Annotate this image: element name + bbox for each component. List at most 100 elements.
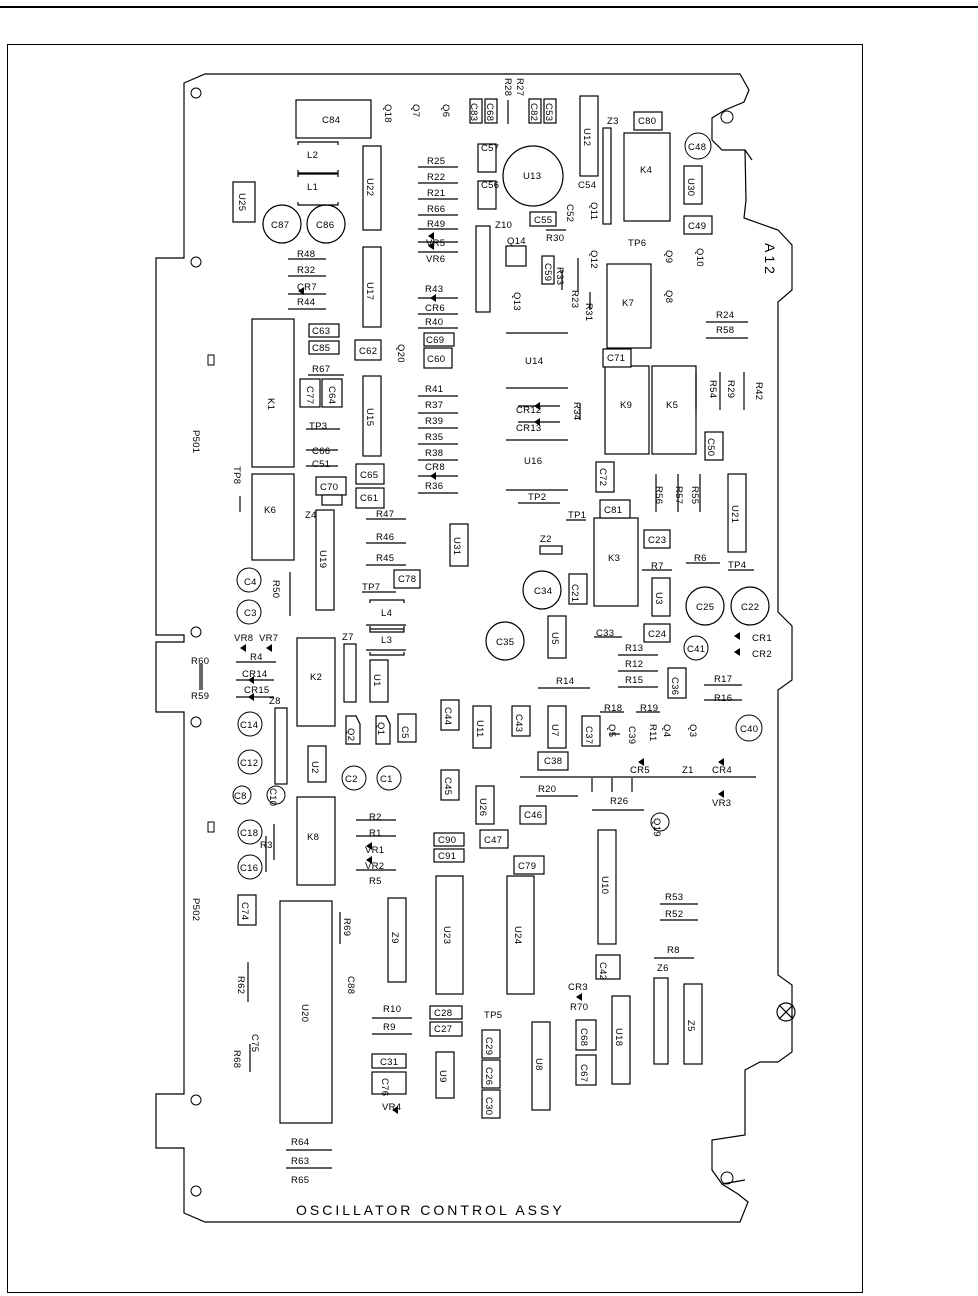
label-r12: R12 [625, 659, 643, 670]
label-r17: R17 [714, 674, 732, 685]
label-r13: R13 [625, 643, 643, 654]
capacitor-c84 [295, 99, 372, 139]
label-c60: C60 [427, 354, 445, 365]
ic-u17 [362, 246, 382, 328]
label-r63: R63 [291, 1156, 309, 1167]
label-r24: R24 [716, 310, 734, 321]
label-r40: R40 [425, 317, 443, 328]
label-q7: Q7 [410, 104, 421, 117]
capacitor-c85 [308, 340, 340, 355]
label-c46: C46 [524, 810, 542, 821]
label-q2: Q2 [345, 728, 356, 741]
label-tp2: TP2 [528, 492, 546, 503]
label-r36: R36 [425, 481, 443, 492]
label-q10: Q10 [694, 248, 705, 267]
label-z1: Z1 [682, 765, 694, 776]
label-r18: R18 [604, 703, 622, 714]
label-c5: C5 [399, 726, 410, 739]
label-c53: C53 [543, 103, 554, 121]
label-c44: C44 [442, 707, 453, 725]
label-c29: C29 [483, 1037, 494, 1055]
label-vr2: VR2 [365, 861, 384, 872]
label-tp3: TP3 [309, 421, 327, 432]
label-q12: Q12 [588, 250, 599, 269]
capacitor-c50 [704, 431, 724, 461]
capacitor-c91 [433, 848, 465, 863]
ic-z10 [475, 225, 491, 313]
relay-k6 [251, 473, 295, 561]
capacitor-c62 [354, 339, 382, 361]
ic-z8 [274, 707, 288, 785]
capacitor-c68 [484, 98, 498, 124]
label-c83: C83 [468, 103, 479, 121]
label-z3: Z3 [607, 116, 619, 127]
capacitor-c26 [481, 1059, 501, 1089]
label-r42: R42 [753, 382, 764, 400]
mount-hole [720, 110, 734, 124]
label-r16: R16 [714, 693, 732, 704]
label-u9: U9 [437, 1070, 448, 1083]
label-r46: R46 [376, 532, 394, 543]
label-r66: R66 [427, 204, 445, 215]
label-r22: R22 [427, 172, 445, 183]
label-c14: C14 [240, 720, 258, 731]
ic-u15 [362, 375, 382, 457]
label-r6: R6 [694, 553, 707, 564]
capacitor-c27 [429, 1021, 463, 1037]
label-u24: U24 [512, 926, 523, 944]
label-z10: Z10 [495, 220, 512, 231]
ic-u8 [531, 1021, 551, 1111]
label-c42: C42 [597, 962, 608, 980]
label-q13: Q13 [511, 292, 522, 311]
capacitor-c4 [236, 567, 262, 593]
label-r43: R43 [425, 284, 443, 295]
label-c8: C8 [234, 791, 247, 802]
relay-k1 [251, 318, 295, 468]
label-c30: C30 [483, 1097, 494, 1115]
capacitor-c16 [237, 854, 263, 880]
label-u22: U22 [364, 178, 375, 196]
page-top-rule [0, 6, 978, 8]
label-r64: R64 [291, 1137, 309, 1148]
label-vr4: VR4 [382, 1102, 401, 1113]
label-k8: K8 [307, 832, 319, 843]
capacitor-c34 [522, 570, 562, 610]
relay-k7 [606, 263, 652, 349]
label-r25: R25 [427, 156, 445, 167]
label-r33: R33 [554, 267, 565, 285]
label-q20: Q20 [395, 344, 406, 363]
label-cr4: CR4 [712, 765, 732, 776]
label-c57: C57 [481, 143, 499, 154]
ic-u9 [435, 1051, 455, 1099]
label-u23: U23 [441, 926, 452, 944]
label-cr12: CR12 [516, 405, 542, 416]
capacitor-c42 [595, 954, 621, 980]
ic-u21 [727, 473, 747, 553]
capacitor-c12 [237, 749, 263, 775]
label-c51: C51 [312, 459, 330, 470]
label-r39: R39 [425, 416, 443, 427]
relay-k2 [296, 637, 336, 727]
board-notch-line [721, 1179, 746, 1185]
label-u14: U14 [525, 356, 543, 367]
label-tp1: TP1 [568, 510, 586, 521]
label-k7: K7 [622, 298, 634, 309]
capacitor-c43 [511, 705, 531, 737]
label-r28: R28 [502, 78, 513, 96]
ic-u12 [579, 95, 599, 177]
label-c26: C26 [483, 1067, 494, 1085]
label-r8: R8 [667, 945, 680, 956]
label-r3: R3 [260, 840, 273, 851]
label-cr8: CR8 [425, 462, 445, 473]
label-z2: Z2 [540, 534, 552, 545]
connector-label-p502: P502 [190, 898, 201, 921]
connector-label-p501: P501 [190, 430, 201, 453]
diode-symbols [240, 232, 740, 1114]
label-c47: C47 [484, 835, 502, 846]
capacitor-c64 [321, 378, 343, 408]
label-cr15: CR15 [244, 685, 270, 696]
label-c34: C34 [534, 586, 552, 597]
label-c68b: C68 [578, 1028, 589, 1046]
capacitor-c23 [643, 529, 671, 549]
